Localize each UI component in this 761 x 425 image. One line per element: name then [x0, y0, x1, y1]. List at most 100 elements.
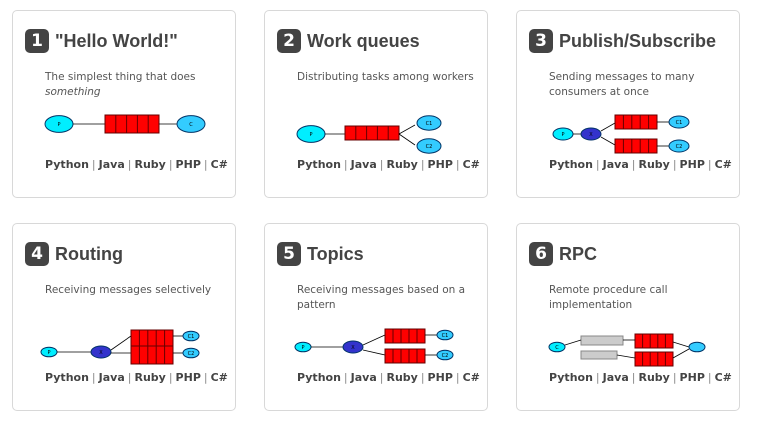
separator: | — [168, 371, 173, 384]
card-header: 6 RPC — [529, 242, 597, 266]
queue — [130, 345, 174, 365]
language-link[interactable]: C# — [462, 371, 480, 384]
separator: | — [420, 371, 425, 384]
language-links: Python|Java|Ruby|PHP|C# — [45, 157, 230, 173]
language-link[interactable]: Python — [45, 371, 89, 384]
language-link[interactable]: PHP — [427, 371, 453, 384]
description-text: Remote procedure call implementation — [549, 284, 668, 311]
language-link[interactable]: Java — [98, 371, 125, 384]
language-links: Python|Java|Ruby|PHP|C# — [549, 370, 734, 386]
language-links: Python|Java|Ruby|PHP|C# — [549, 157, 734, 173]
producer: P — [552, 127, 574, 141]
description-text: Receiving messages based on a pattern — [297, 284, 466, 311]
tutorial-title[interactable]: Topics — [307, 243, 364, 264]
svg-text:C1: C1 — [426, 121, 433, 127]
producer: P — [40, 346, 58, 358]
language-link[interactable]: Java — [350, 371, 377, 384]
language-link[interactable]: Python — [549, 371, 593, 384]
server — [688, 341, 706, 353]
language-link[interactable]: Ruby — [134, 158, 166, 171]
language-link[interactable]: C# — [714, 371, 732, 384]
tutorial-description: Sending messages to many consumers at on… — [549, 70, 729, 100]
language-link[interactable]: Java — [602, 158, 629, 171]
language-link[interactable]: Java — [350, 158, 377, 171]
tutorial-description: Remote procedure call implementation — [549, 283, 729, 313]
tutorial-title[interactable]: Routing — [55, 243, 123, 264]
tutorial-title[interactable]: "Hello World!" — [55, 30, 178, 51]
tutorial-card-1[interactable]: 1"Hello World!" The simplest thing that … — [12, 10, 236, 198]
svg-text:C: C — [555, 345, 559, 351]
language-link[interactable]: C# — [714, 158, 732, 171]
separator: | — [595, 371, 600, 384]
language-link[interactable]: Python — [45, 158, 89, 171]
arrow — [564, 339, 582, 346]
separator: | — [455, 371, 460, 384]
language-link[interactable]: C# — [210, 158, 228, 171]
queue — [344, 125, 400, 141]
description-emphasis: something — [45, 86, 101, 98]
tutorial-number-badge: 1 — [25, 29, 49, 53]
arrow — [600, 122, 616, 132]
tutorial-description: Distributing tasks among workers — [297, 70, 477, 85]
svg-text:X: X — [351, 345, 355, 351]
language-link[interactable]: Python — [297, 371, 341, 384]
language-link[interactable]: Ruby — [134, 371, 166, 384]
language-link[interactable]: Ruby — [386, 158, 418, 171]
separator: | — [672, 158, 677, 171]
separator: | — [672, 371, 677, 384]
language-link[interactable]: PHP — [175, 371, 201, 384]
svg-text:C2: C2 — [188, 351, 195, 357]
svg-text:P: P — [561, 132, 564, 138]
language-link[interactable]: Ruby — [638, 371, 670, 384]
queue — [384, 348, 426, 364]
queue — [130, 329, 174, 349]
language-link[interactable]: PHP — [427, 158, 453, 171]
card-header: 1 "Hello World!" — [25, 29, 178, 53]
language-link[interactable]: C# — [210, 371, 228, 384]
separator: | — [455, 158, 460, 171]
svg-text:C2: C2 — [426, 144, 433, 150]
exchange: X — [342, 340, 364, 354]
description-text: Sending messages to many consumers at on… — [549, 71, 695, 98]
description-text: Receiving messages selectively — [45, 284, 212, 296]
language-links: Python|Java|Ruby|PHP|C# — [45, 370, 230, 386]
tutorial-card-2[interactable]: 2 Work queues Distributing tasks among wo… — [264, 10, 488, 198]
language-link[interactable]: PHP — [175, 158, 201, 171]
svg-text:C: C — [189, 122, 193, 128]
language-link[interactable]: Ruby — [386, 371, 418, 384]
tutorial-title[interactable]: Publish/Subscribe — [559, 30, 717, 51]
language-link[interactable]: C# — [462, 158, 480, 171]
card-header: 2 Work queues — [277, 29, 420, 53]
tutorial-title[interactable]: Work queues — [307, 30, 420, 51]
queue — [614, 114, 658, 130]
arrow — [616, 354, 636, 359]
svg-text:P: P — [47, 350, 50, 356]
language-link[interactable]: PHP — [679, 158, 705, 171]
tutorial-number-badge: 2 — [277, 29, 301, 53]
consumer-2: C2 — [416, 138, 442, 154]
tutorial-number-badge: 6 — [529, 242, 553, 266]
queue — [634, 351, 674, 367]
consumer: C — [176, 115, 206, 133]
language-link[interactable]: PHP — [679, 371, 705, 384]
exchange: X — [90, 345, 112, 359]
language-link[interactable]: Java — [602, 371, 629, 384]
producer: P — [294, 341, 312, 353]
tutorial-title[interactable]: RPC — [559, 243, 598, 264]
language-links: Python|Java|Ruby|PHP|C# — [297, 157, 482, 173]
language-link[interactable]: Python — [549, 158, 593, 171]
language-link[interactable]: Python — [297, 158, 341, 171]
separator: | — [127, 371, 132, 384]
tutorial-card-6[interactable]: 6 RPC Remote procedure call implementatio… — [516, 223, 740, 411]
separator: | — [379, 158, 384, 171]
description-text: Distributing tasks among workers — [297, 71, 474, 83]
svg-text:X: X — [99, 350, 103, 356]
language-link[interactable]: Java — [98, 158, 125, 171]
language-link[interactable]: Ruby — [638, 158, 670, 171]
